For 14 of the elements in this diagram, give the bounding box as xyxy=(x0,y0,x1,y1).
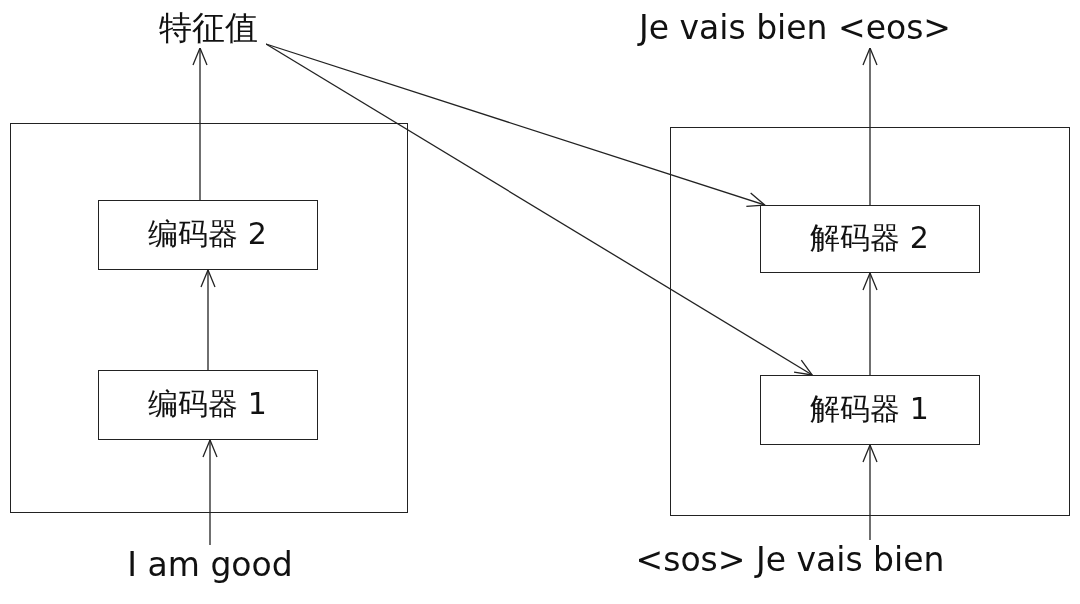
layer-box: 编码器 1 xyxy=(97,369,318,440)
layer-box: 编码器 2 xyxy=(97,199,318,270)
arrow xyxy=(862,47,878,206)
arrow xyxy=(862,272,878,376)
layer-box: 解码器 2 xyxy=(759,204,980,273)
arrow xyxy=(200,269,216,371)
encoder-frame xyxy=(10,123,408,513)
decoder-frame xyxy=(670,127,1070,516)
arrow xyxy=(192,47,208,201)
layer-box: 解码器 1 xyxy=(759,374,980,445)
arrow xyxy=(265,43,813,376)
arrow xyxy=(202,439,218,546)
arrow xyxy=(862,444,878,541)
arrow xyxy=(265,43,766,208)
